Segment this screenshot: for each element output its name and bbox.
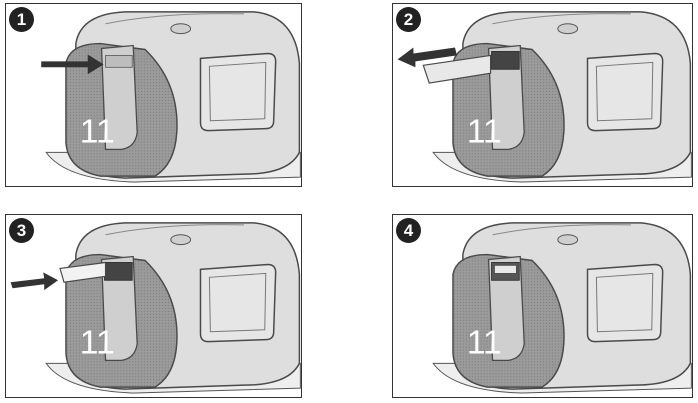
card-cover bbox=[487, 255, 525, 362]
step-2-panel: 2 11 bbox=[392, 3, 693, 187]
display-screen bbox=[586, 263, 664, 343]
device-label: 11 bbox=[80, 324, 115, 361]
device-illustration: 11 bbox=[41, 11, 301, 183]
display-screen bbox=[586, 52, 664, 132]
step-number-badge: 2 bbox=[396, 7, 421, 32]
card-cover bbox=[100, 44, 138, 151]
top-button bbox=[170, 234, 192, 246]
sd-card bbox=[59, 261, 107, 283]
device-illustration: 11 bbox=[432, 222, 692, 394]
push-arrow-icon bbox=[41, 54, 104, 75]
step-number-badge: 1 bbox=[9, 7, 34, 32]
insert-arrow-icon bbox=[10, 272, 59, 291]
step-3-panel: 3 11 bbox=[5, 214, 302, 398]
sd-card bbox=[422, 54, 492, 84]
top-button bbox=[170, 23, 192, 35]
top-button bbox=[557, 234, 579, 246]
device-label: 11 bbox=[467, 113, 502, 150]
display-screen bbox=[199, 52, 277, 132]
step-number-badge: 3 bbox=[9, 218, 34, 243]
pull-arrow-icon bbox=[397, 47, 457, 68]
device-illustration: 11 bbox=[10, 222, 301, 394]
card-cover bbox=[487, 44, 525, 151]
top-button bbox=[557, 23, 579, 35]
device-illustration: 11 bbox=[397, 11, 692, 183]
sd-card bbox=[494, 265, 517, 274]
step-1-panel: 1 11 bbox=[5, 3, 302, 187]
card-cover bbox=[100, 255, 138, 362]
card-slot bbox=[491, 51, 520, 70]
card-slot bbox=[104, 262, 133, 281]
display-screen bbox=[199, 263, 277, 343]
device-label: 11 bbox=[467, 324, 502, 361]
device-label: 11 bbox=[80, 113, 115, 150]
step-number-badge: 4 bbox=[396, 218, 421, 243]
step-4-panel: 4 11 bbox=[392, 214, 693, 398]
